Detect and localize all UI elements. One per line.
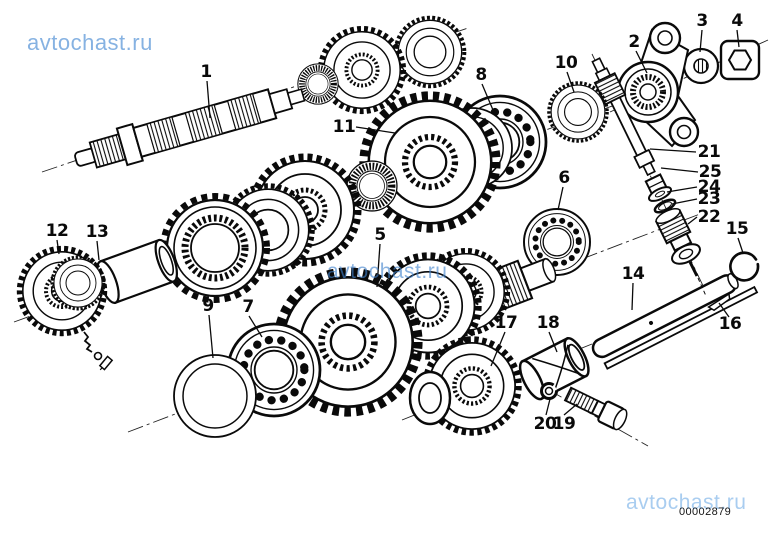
part-selector-rod-14: [591, 273, 739, 359]
callout-21: 21: [697, 142, 721, 162]
part-lock-plate-4: [719, 39, 761, 81]
drawing-number: 00002879: [679, 506, 732, 518]
callout-4: 4: [731, 11, 743, 31]
callout-11: 11: [332, 117, 356, 137]
callout-3: 3: [696, 11, 708, 31]
part-input-shaft-1: [74, 88, 306, 169]
part-speedo-drive-gear-22: [654, 207, 693, 252]
part-sleeve-18: [518, 336, 590, 401]
callout-19: 19: [552, 414, 576, 434]
callout-25: 25: [698, 162, 722, 182]
watermark-bottom-right: avtochast.ru: [626, 491, 747, 514]
callout-2: 2: [628, 32, 640, 52]
watermark-center: avtochast.ru: [327, 260, 448, 283]
part-washer-3: [682, 47, 720, 85]
callout-8: 8: [475, 65, 487, 85]
callout-22: 22: [697, 207, 721, 227]
callout-5: 5: [374, 225, 386, 245]
callout-leader-lines: [56, 29, 744, 416]
part-snap-ring-15: [729, 251, 760, 282]
part-speedo-cup: [671, 243, 707, 297]
part-detent-pawl: [98, 355, 114, 372]
callout-23: 23: [697, 189, 721, 209]
callout-20: 20: [533, 414, 557, 434]
part-sleeve-13: [96, 238, 178, 305]
callout-17: 17: [494, 313, 518, 333]
part-detent-ball: [93, 351, 103, 361]
callout-6: 6: [558, 168, 570, 188]
part-pin-16: [707, 292, 731, 312]
callout-7: 7: [242, 297, 254, 317]
callout-14: 14: [621, 264, 645, 284]
part-washer-24: [647, 186, 673, 202]
part-shim-ring-9: [173, 354, 257, 438]
callout-24: 24: [697, 177, 721, 197]
callout-15: 15: [725, 219, 749, 239]
callout-10: 10: [554, 53, 578, 73]
part-speedo-pinion-17: [408, 339, 519, 432]
callout-18: 18: [536, 313, 560, 333]
part-detent-spring: [83, 331, 93, 353]
part-ring-gear-top: [393, 15, 467, 89]
watermark-top-left: avtochast.ru: [27, 30, 153, 55]
part-lock-washer-20: [540, 382, 558, 400]
callout-13: 13: [85, 222, 109, 242]
callout-9: 9: [202, 296, 214, 316]
callout-12: 12: [45, 221, 69, 241]
callout-16: 16: [718, 314, 742, 334]
part-bolt-19: [563, 386, 628, 431]
callout-1: 1: [200, 62, 212, 82]
part-o-ring-23: [653, 198, 677, 214]
part-sliding-gear-12: [20, 249, 105, 334]
part-output-flange-2: [616, 21, 700, 148]
